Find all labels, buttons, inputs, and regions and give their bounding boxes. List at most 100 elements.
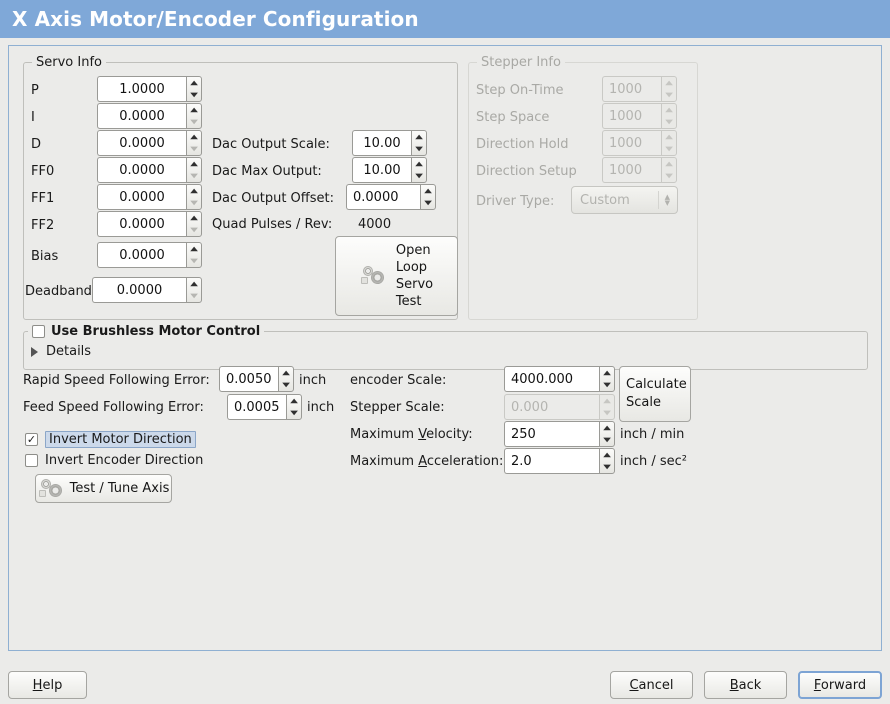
encoder-scale-stepper-buttons[interactable] (599, 366, 615, 392)
dac-max-output-value[interactable]: 10.00 (352, 157, 411, 183)
ff1-decrement-arrow[interactable] (187, 197, 201, 209)
deadband-value[interactable]: 0.0000 (92, 277, 186, 303)
bias-spinner[interactable]: 0.0000 (97, 242, 202, 268)
bias-stepper-buttons[interactable] (186, 242, 202, 268)
step-space-stepper-buttons[interactable] (661, 103, 677, 129)
maximum-acceleration-decrement-arrow[interactable] (600, 461, 614, 473)
dac-max-output-stepper-buttons[interactable] (411, 157, 427, 183)
dac-output-scale-value[interactable]: 10.00 (352, 130, 411, 156)
invert-encoder-direction-checkbox[interactable] (25, 454, 38, 467)
step-on-time-decrement-arrow[interactable] (662, 89, 676, 101)
direction-hold-increment-arrow[interactable] (662, 131, 676, 143)
p-stepper-buttons[interactable] (186, 76, 202, 102)
rapid-speed-following-error-value[interactable]: 0.0050 (219, 366, 278, 392)
dac-output-offset-stepper-buttons[interactable] (420, 184, 436, 210)
p-spinner[interactable]: 1.0000 (97, 76, 202, 102)
dac-max-output-decrement-arrow[interactable] (412, 170, 426, 182)
feed-following-error-decrement-arrow[interactable] (287, 407, 301, 419)
brushless-legend-container[interactable]: Use Brushless Motor Control (28, 324, 265, 339)
bias-increment-arrow[interactable] (187, 243, 201, 255)
help-button[interactable]: Help (8, 671, 87, 699)
ff2-value[interactable]: 0.0000 (97, 211, 186, 237)
stepper-scale-spinner[interactable]: 0.000 (504, 394, 615, 420)
maximum-velocity-increment-arrow[interactable] (600, 422, 614, 434)
maximum-acceleration-increment-arrow[interactable] (600, 449, 614, 461)
dac-output-scale-decrement-arrow[interactable] (412, 143, 426, 155)
p-increment-arrow[interactable] (187, 77, 201, 89)
step-space-value[interactable]: 1000 (602, 103, 661, 129)
invert-encoder-direction-row[interactable]: Invert Encoder Direction (25, 453, 203, 468)
calculate-scale-button[interactable]: Calculate Scale (619, 366, 691, 422)
deadband-increment-arrow[interactable] (187, 278, 201, 290)
rapid-speed-following-error-spinner[interactable]: 0.0050 (219, 366, 294, 392)
rapid-following-error-increment-arrow[interactable] (279, 367, 293, 379)
deadband-decrement-arrow[interactable] (187, 290, 201, 302)
dac-output-scale-stepper-buttons[interactable] (411, 130, 427, 156)
dac-output-offset-spinner[interactable]: 0.0000 (346, 184, 436, 210)
encoder-scale-increment-arrow[interactable] (600, 367, 614, 379)
ff0-spinner[interactable]: 0.0000 (97, 157, 202, 183)
step-on-time-spinner[interactable]: 1000 (602, 76, 677, 102)
direction-setup-stepper-buttons[interactable] (661, 157, 677, 183)
ff2-stepper-buttons[interactable] (186, 211, 202, 237)
dac-output-scale-increment-arrow[interactable] (412, 131, 426, 143)
direction-hold-value[interactable]: 1000 (602, 130, 661, 156)
deadband-stepper-buttons[interactable] (186, 277, 202, 303)
ff2-decrement-arrow[interactable] (187, 224, 201, 236)
step-space-decrement-arrow[interactable] (662, 116, 676, 128)
ff0-value[interactable]: 0.0000 (97, 157, 186, 183)
rapid-following-error-stepper-buttons[interactable] (278, 366, 294, 392)
step-space-spinner[interactable]: 1000 (602, 103, 677, 129)
encoder-scale-spinner[interactable]: 4000.000 (504, 366, 615, 392)
i-value[interactable]: 0.0000 (97, 103, 186, 129)
dac-output-offset-value[interactable]: 0.0000 (346, 184, 420, 210)
ff1-increment-arrow[interactable] (187, 185, 201, 197)
bias-decrement-arrow[interactable] (187, 255, 201, 267)
dac-max-output-spinner[interactable]: 10.00 (352, 157, 427, 183)
ff0-stepper-buttons[interactable] (186, 157, 202, 183)
direction-hold-decrement-arrow[interactable] (662, 143, 676, 155)
cancel-button[interactable]: Cancel (610, 671, 693, 699)
maximum-velocity-spinner[interactable]: 250 (504, 421, 615, 447)
feed-following-error-stepper-buttons[interactable] (286, 394, 302, 420)
ff1-spinner[interactable]: 0.0000 (97, 184, 202, 210)
maximum-acceleration-value[interactable]: 2.0 (504, 448, 599, 474)
direction-setup-spinner[interactable]: 1000 (602, 157, 677, 183)
rapid-following-error-decrement-arrow[interactable] (279, 379, 293, 391)
direction-setup-decrement-arrow[interactable] (662, 170, 676, 182)
direction-setup-increment-arrow[interactable] (662, 158, 676, 170)
ff1-stepper-buttons[interactable] (186, 184, 202, 210)
step-on-time-increment-arrow[interactable] (662, 77, 676, 89)
driver-type-combo[interactable]: Custom ▲▼ (571, 186, 678, 214)
encoder-scale-value[interactable]: 4000.000 (504, 366, 599, 392)
ff2-increment-arrow[interactable] (187, 212, 201, 224)
use-brushless-motor-control-checkbox[interactable] (32, 325, 45, 338)
direction-setup-value[interactable]: 1000 (602, 157, 661, 183)
d-decrement-arrow[interactable] (187, 143, 201, 155)
d-increment-arrow[interactable] (187, 131, 201, 143)
forward-button[interactable]: Forward (798, 671, 882, 699)
back-button[interactable]: Back (704, 671, 787, 699)
test-tune-axis-button[interactable]: Test / Tune Axis (35, 474, 172, 503)
open-loop-servo-test-button[interactable]: Open Loop Servo Test (335, 236, 458, 316)
dac-output-offset-increment-arrow[interactable] (421, 185, 435, 197)
maximum-velocity-value[interactable]: 250 (504, 421, 599, 447)
dac-output-offset-decrement-arrow[interactable] (421, 197, 435, 209)
d-stepper-buttons[interactable] (186, 130, 202, 156)
d-spinner[interactable]: 0.0000 (97, 130, 202, 156)
bias-value[interactable]: 0.0000 (97, 242, 186, 268)
dac-output-scale-spinner[interactable]: 10.00 (352, 130, 427, 156)
p-decrement-arrow[interactable] (187, 89, 201, 101)
feed-speed-following-error-spinner[interactable]: 0.0005 (227, 394, 302, 420)
step-on-time-stepper-buttons[interactable] (661, 76, 677, 102)
feed-following-error-increment-arrow[interactable] (287, 395, 301, 407)
maximum-velocity-decrement-arrow[interactable] (600, 434, 614, 446)
maximum-velocity-stepper-buttons[interactable] (599, 421, 615, 447)
direction-hold-stepper-buttons[interactable] (661, 130, 677, 156)
p-value[interactable]: 1.0000 (97, 76, 186, 102)
invert-motor-direction-row[interactable]: Invert Motor Direction (25, 431, 196, 448)
direction-hold-spinner[interactable]: 1000 (602, 130, 677, 156)
i-spinner[interactable]: 0.0000 (97, 103, 202, 129)
maximum-acceleration-spinner[interactable]: 2.0 (504, 448, 615, 474)
invert-motor-direction-checkbox[interactable] (25, 433, 38, 446)
